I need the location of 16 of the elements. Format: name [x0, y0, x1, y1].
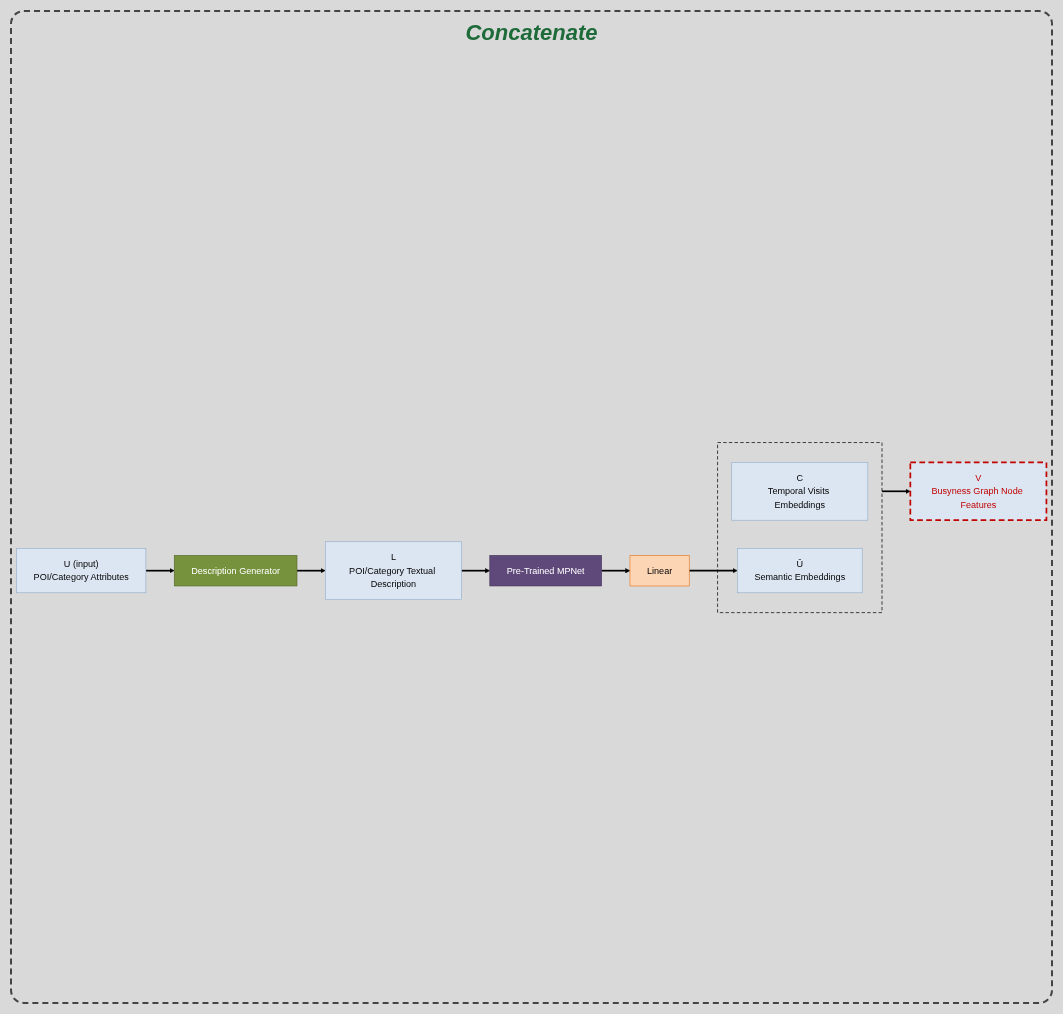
- node-box: V Busyness Graph Node Features: [909, 461, 1048, 522]
- node-box: U (input) POI/Category Attributes: [16, 548, 147, 594]
- arrow: [600, 568, 631, 574]
- cluster: [717, 442, 883, 614]
- arrow: [460, 568, 490, 574]
- arrow: [296, 568, 326, 574]
- node-box: Pre-Trained MPNet: [489, 555, 602, 587]
- node-box: C Temporal Visits Embeddings: [731, 462, 869, 521]
- arrow: [881, 489, 911, 495]
- node-box: Û Semantic Embeddings: [737, 548, 863, 594]
- node-box: Description Generator: [173, 555, 298, 587]
- concatenate-note: Concatenate: [465, 20, 598, 45]
- arrow: [688, 568, 738, 574]
- node-box: Linear: [629, 555, 690, 587]
- node-box: L POI/Category Textual Description: [325, 541, 462, 601]
- arrow: [145, 568, 175, 574]
